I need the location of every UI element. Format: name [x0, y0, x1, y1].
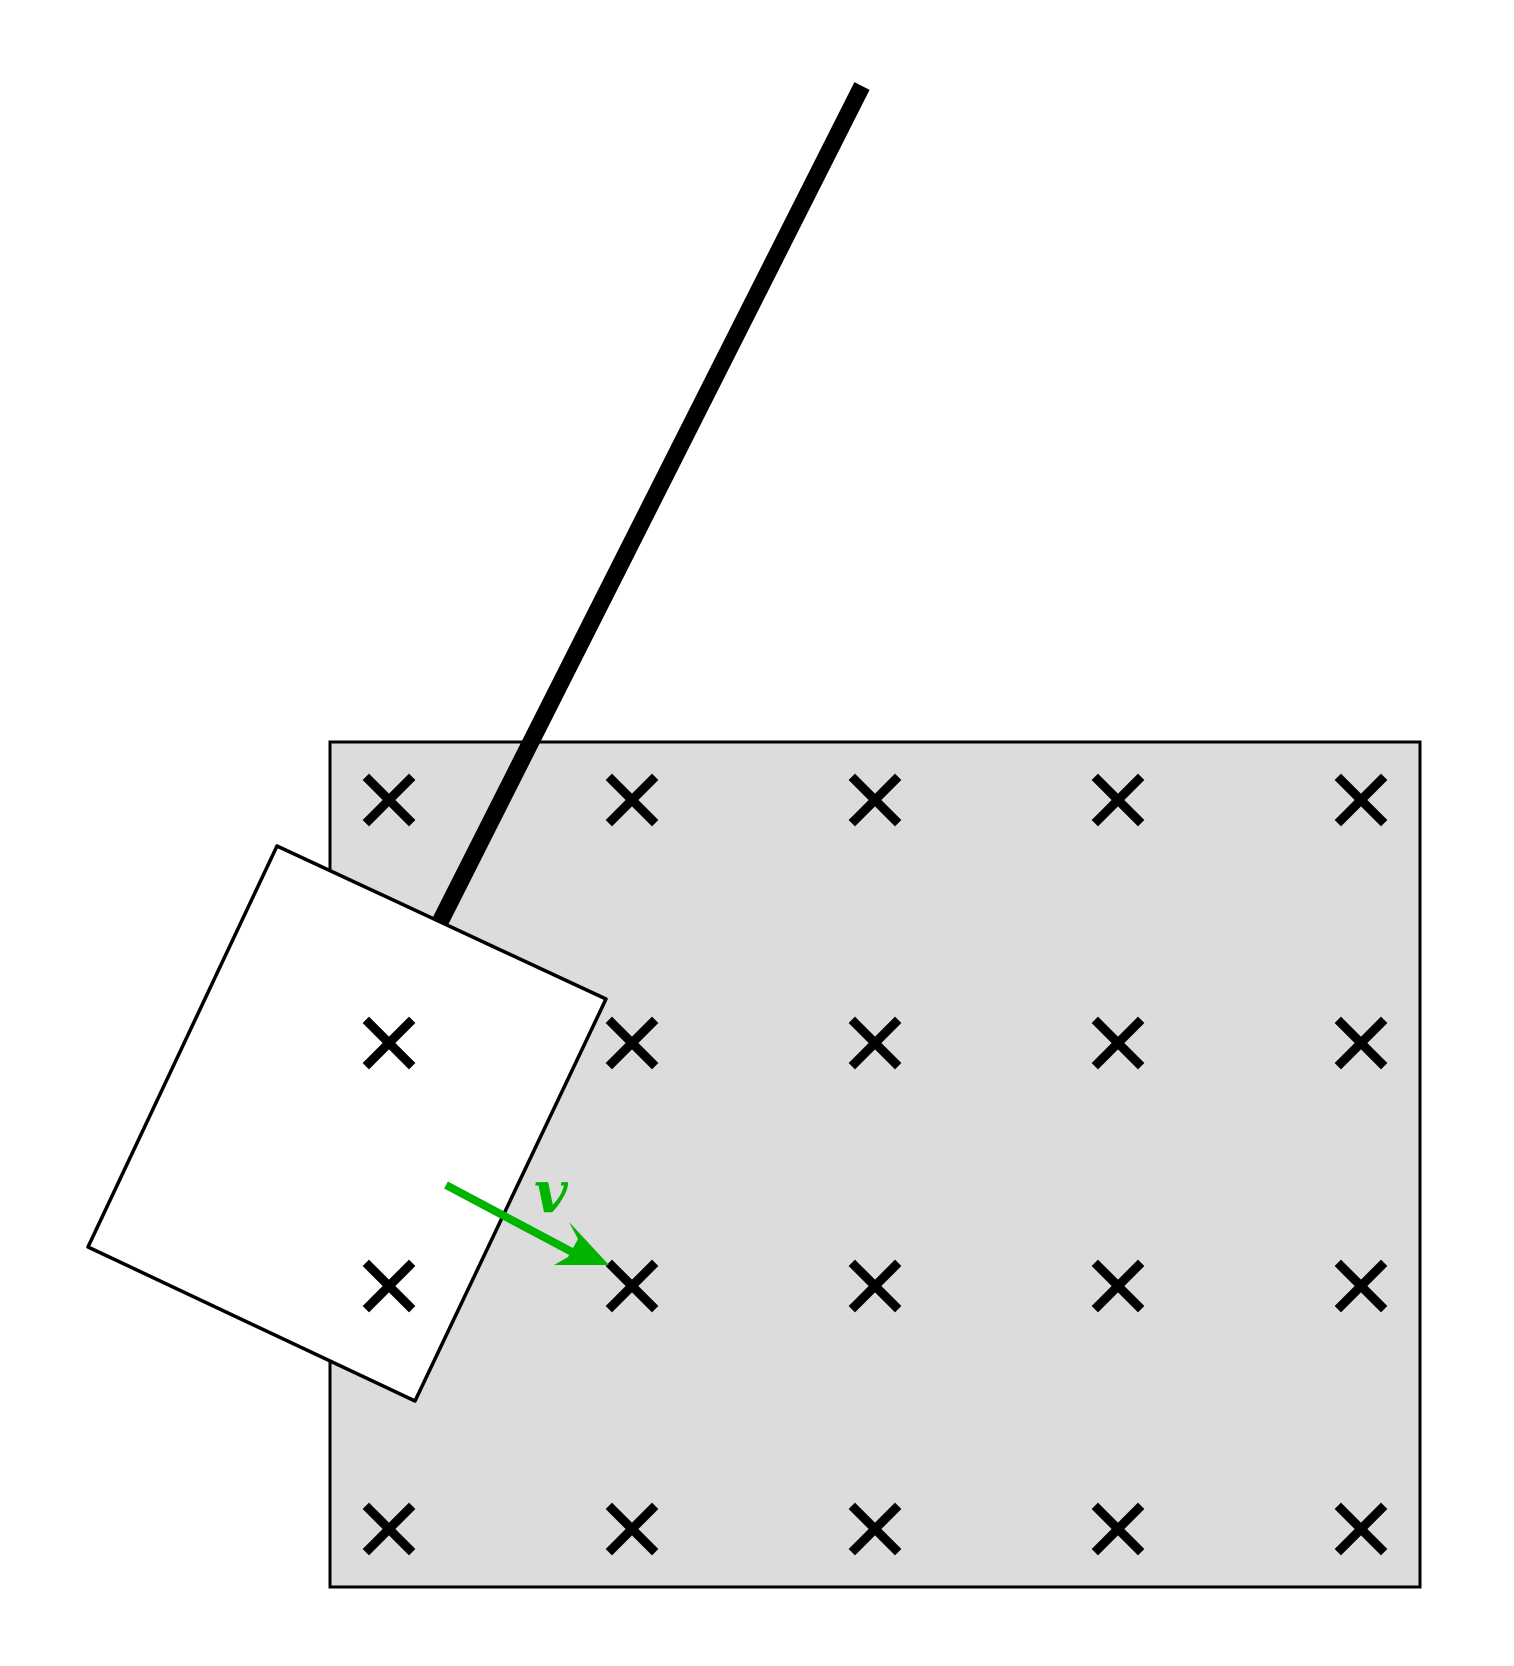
- field-marker-x: [362, 1016, 416, 1070]
- field-marker-x: [848, 1259, 902, 1313]
- field-marker-x: [1091, 1502, 1145, 1556]
- field-marker-x: [1091, 1016, 1145, 1070]
- field-marker-x: [1334, 773, 1388, 827]
- suspension-rod: [432, 82, 870, 926]
- field-marker-x: [848, 1016, 902, 1070]
- velocity-label: v: [534, 1158, 569, 1226]
- field-marker-x: [362, 1502, 416, 1556]
- field-marker-x: [1091, 1259, 1145, 1313]
- field-marker-x: [848, 1502, 902, 1556]
- loop-field-markers: [362, 1016, 416, 1313]
- velocity-arrow-shaft: [444, 1181, 574, 1256]
- field-marker-x: [1334, 1502, 1388, 1556]
- field-marker-x: [1334, 1016, 1388, 1070]
- field-marker-x: [362, 773, 416, 827]
- velocity-arrow: [444, 1181, 609, 1265]
- field-marker-x: [605, 773, 659, 827]
- field-marker-x: [362, 1259, 416, 1313]
- field-marker-x: [605, 1259, 659, 1313]
- field-marker-x: [1091, 773, 1145, 827]
- field-marker-x: [605, 1502, 659, 1556]
- field-marker-x: [848, 773, 902, 827]
- field-marker-x: [1334, 1259, 1388, 1313]
- square-loop: [86, 844, 608, 1403]
- field-marker-x: [605, 1016, 659, 1070]
- velocity-arrow-head: [554, 1222, 609, 1265]
- field-markers: [362, 773, 1388, 1556]
